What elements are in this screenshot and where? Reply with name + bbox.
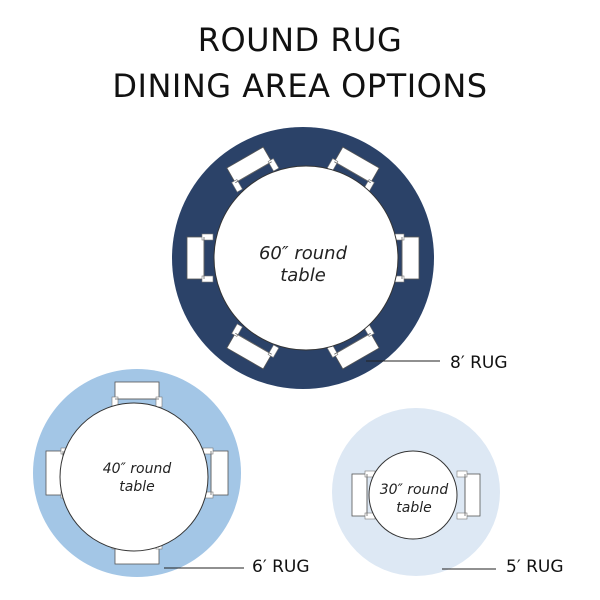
table-60in xyxy=(213,165,399,351)
rug-6ft-group: 40″ round table 6′ RUG xyxy=(33,369,310,577)
rug-8ft-label: 8′ RUG xyxy=(450,353,508,373)
table-30in-label-line1: 30″ round xyxy=(380,482,449,498)
diagram-title-line-2: DINING AREA OPTIONS xyxy=(112,67,488,105)
table-60in-label-line2: table xyxy=(280,265,326,286)
rug-8ft-group: 60″ round table 8′ RUG xyxy=(172,127,508,389)
table-40in-label-line2: table xyxy=(119,479,154,495)
table-40in xyxy=(59,402,209,552)
table-40in-label-line1: 40″ round xyxy=(103,461,172,477)
table-30in-label-line2: table xyxy=(396,500,431,516)
rug-5ft-group: 30″ round table 5′ RUG xyxy=(332,408,564,577)
table-60in-label-line1: 60″ round xyxy=(259,243,348,264)
table-30in xyxy=(368,450,458,540)
rug-5ft-label: 5′ RUG xyxy=(506,557,564,577)
rug-6ft-label: 6′ RUG xyxy=(252,557,310,577)
diagram-title-line-1: ROUND RUG xyxy=(197,21,403,59)
